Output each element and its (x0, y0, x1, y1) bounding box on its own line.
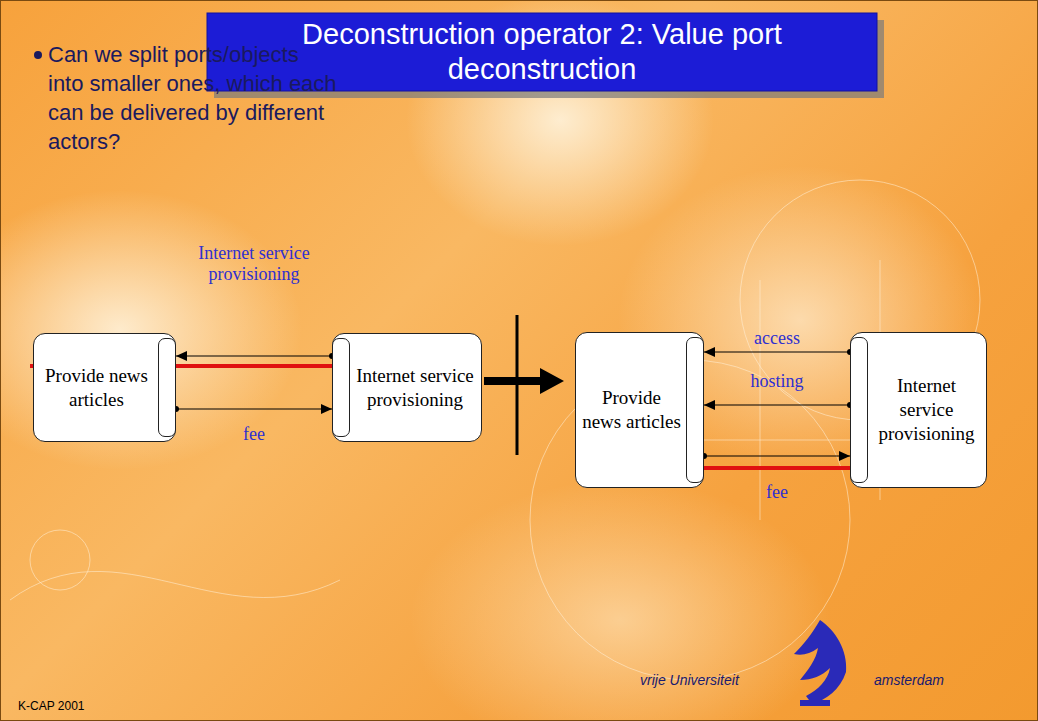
value-interface (158, 338, 176, 437)
university-logo (794, 620, 846, 706)
box-text-group: Provide news articles (576, 386, 703, 434)
process-box: Internet service provisioning (332, 333, 482, 442)
university-city: amsterdam (874, 672, 944, 688)
exchange-label: fee (747, 482, 807, 503)
exchange-label: hosting (737, 371, 817, 392)
value-exchange (704, 404, 850, 405)
value-exchange (176, 355, 332, 356)
box-label: Provide news articles (40, 364, 153, 412)
arrow-head (704, 400, 715, 410)
box-label: Internet service provisioning (355, 364, 475, 412)
arrow-head (176, 351, 187, 361)
box-text-group: Internet service provisioning (851, 374, 986, 446)
bullet-dot (34, 51, 42, 59)
value-interface (332, 338, 350, 437)
footer-text: K-CAP 2001 (18, 699, 85, 713)
transform-arrow (484, 368, 564, 394)
process-box: Internet service provisioning (850, 332, 987, 488)
exchange-label: fee (224, 424, 284, 445)
box-label: Internet service provisioning (873, 374, 980, 446)
value-exchange (704, 455, 850, 456)
arrow-head (839, 451, 850, 461)
box-text-group: Internet service provisioning (333, 364, 481, 412)
arrow-head (321, 404, 332, 414)
box-text-group: Provide news articles (34, 364, 175, 412)
exchange-label: access (737, 328, 817, 349)
value-interface (850, 337, 868, 483)
arrow-head (704, 347, 715, 357)
process-box: Provide news articles (33, 333, 176, 442)
value-interface (686, 337, 704, 483)
process-box: Provide news articles (575, 332, 704, 488)
university-name: vrije Universiteit (640, 672, 739, 688)
value-exchange (176, 408, 332, 409)
bullet-text: Can we split ports/objects into smaller … (48, 40, 338, 156)
exchange-label: Internet service provisioning (194, 243, 314, 285)
value-exchange (704, 351, 850, 352)
box-label: Provide news articles (582, 386, 681, 434)
